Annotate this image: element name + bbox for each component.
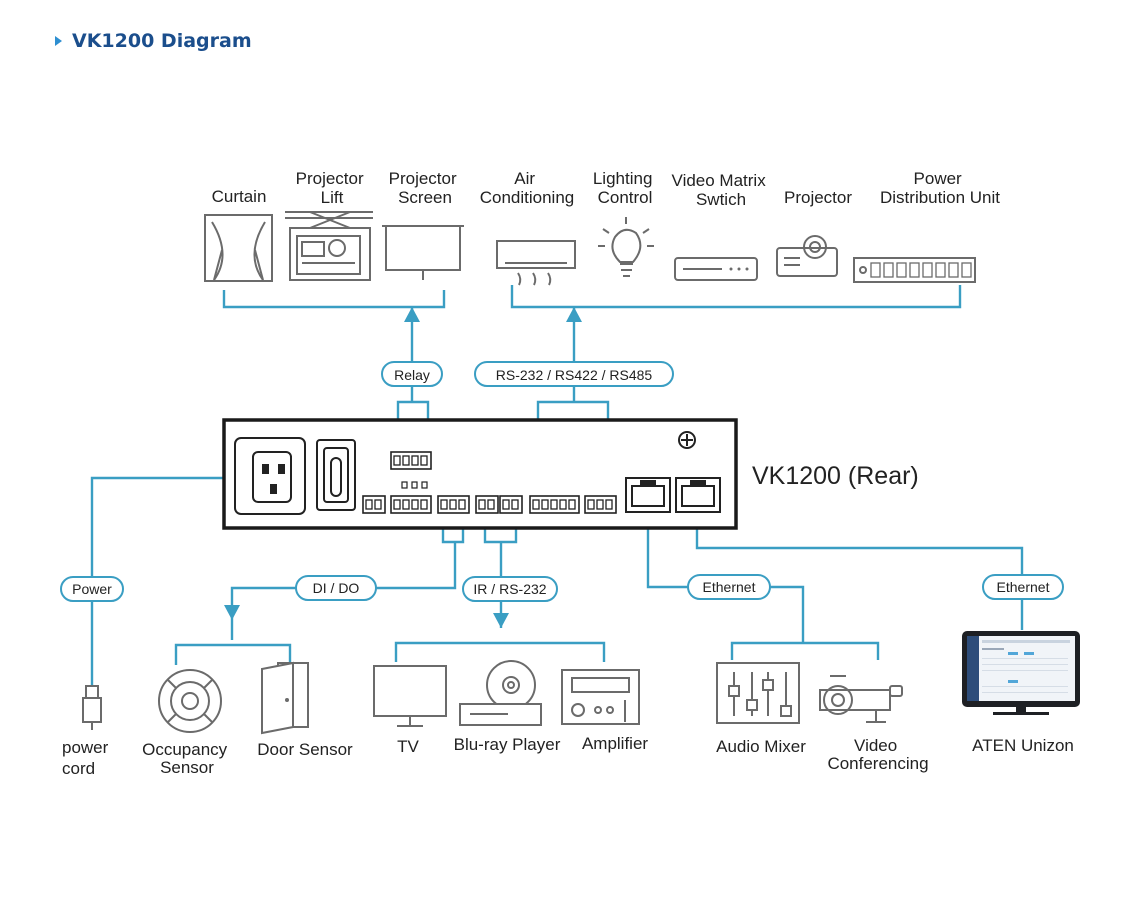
audio-mixer-label: Audio Mixer bbox=[716, 737, 806, 756]
ethernet-wire-2 bbox=[695, 515, 1024, 630]
power-wire bbox=[90, 476, 242, 685]
air-conditioner-icon bbox=[496, 240, 576, 286]
pdu-outlet bbox=[961, 262, 972, 278]
device-label: VK1200 (Rear) bbox=[752, 462, 919, 490]
pdu-outlet bbox=[909, 262, 920, 278]
terminal-block-ir-2 bbox=[499, 495, 523, 514]
ir-pill: IR / RS-232 bbox=[462, 576, 558, 602]
power-cord-icon bbox=[82, 685, 102, 730]
lan-port-1 bbox=[625, 477, 671, 513]
projector-icon bbox=[776, 235, 838, 277]
svg-text:Ethernet: Ethernet bbox=[703, 579, 756, 595]
svg-text:Power: Power bbox=[72, 581, 112, 597]
light-bulb-icon bbox=[598, 217, 654, 277]
power-inlet bbox=[234, 437, 306, 515]
page-title: VK1200 Diagram bbox=[72, 30, 252, 52]
vk1200-rear-panel bbox=[222, 418, 738, 530]
bluray-label: Blu-ray Player bbox=[454, 735, 561, 754]
relay-pill: Relay bbox=[381, 361, 443, 387]
door-sensor-icon bbox=[261, 661, 309, 735]
projector-screen-label: Projector Screen bbox=[389, 169, 462, 207]
ethernet-pill-2: Ethernet bbox=[982, 574, 1064, 600]
ethernet-pill-1: Ethernet bbox=[687, 574, 771, 600]
monitor-icon bbox=[962, 631, 1080, 715]
relay-indicator bbox=[421, 481, 428, 489]
ethernet-wire-1 bbox=[646, 515, 880, 660]
svg-text:DI / DO: DI / DO bbox=[313, 580, 360, 596]
terminal-block-serial bbox=[529, 495, 580, 514]
pdu-icon bbox=[853, 257, 976, 283]
curtain-icon bbox=[204, 214, 273, 282]
relay-bus bbox=[222, 290, 446, 450]
pdu-outlet bbox=[870, 262, 881, 278]
tv-icon bbox=[373, 665, 447, 727]
power-pill: Power bbox=[60, 576, 124, 602]
pdu-outlet bbox=[948, 262, 959, 278]
terminal-block-relay-top bbox=[390, 451, 432, 470]
pdu-outlet bbox=[883, 262, 894, 278]
terminal-block-ir-1 bbox=[475, 495, 499, 514]
curtain-label: Curtain bbox=[212, 187, 267, 206]
door-sensor-label: Door Sensor bbox=[257, 740, 353, 759]
terminal-block-power bbox=[362, 495, 386, 514]
projector-lift-icon bbox=[285, 211, 373, 281]
relay-indicator bbox=[411, 481, 418, 489]
power-cord-label: power cord bbox=[62, 738, 113, 778]
pdu-outlet bbox=[896, 262, 907, 278]
occupancy-sensor-label: Occupancy Sensor bbox=[142, 740, 232, 777]
projector-screen-icon bbox=[382, 225, 464, 280]
lan-port-2 bbox=[675, 477, 721, 513]
svg-text:Ethernet: Ethernet bbox=[997, 579, 1050, 595]
pdu-outlet bbox=[935, 262, 946, 278]
lighting-control-label: Lighting Control bbox=[593, 169, 657, 207]
page-header: VK1200 Diagram bbox=[55, 30, 252, 52]
ground-screw-icon bbox=[678, 431, 696, 449]
projector-label: Projector bbox=[784, 188, 852, 207]
aten-unizon-label: ATEN Unizon bbox=[972, 736, 1074, 755]
projector-lift-label: Projector Lift bbox=[296, 169, 369, 207]
video-conferencing-label: Video Conferencing bbox=[827, 736, 928, 773]
dido-pill: DI / DO bbox=[295, 575, 377, 601]
terminal-block-relay-bottom bbox=[390, 495, 432, 514]
relay-indicator bbox=[401, 481, 408, 489]
bluray-player-icon bbox=[459, 660, 542, 726]
svg-text:IR / RS-232: IR / RS-232 bbox=[473, 581, 546, 597]
terminal-blocks bbox=[362, 451, 617, 514]
occupancy-sensor-icon bbox=[158, 669, 222, 733]
tv-label: TV bbox=[397, 737, 419, 756]
amplifier-label: Amplifier bbox=[582, 734, 648, 753]
video-camera-icon bbox=[819, 675, 903, 723]
svg-text:RS-232 / RS422 / RS485: RS-232 / RS422 / RS485 bbox=[496, 367, 653, 383]
air-conditioning-label: Air Conditioning bbox=[480, 169, 575, 207]
pdu-label: Power Distribution Unit bbox=[880, 169, 1000, 207]
terminal-block-dido bbox=[437, 495, 470, 514]
amplifier-icon bbox=[561, 669, 640, 725]
pdu-outlet bbox=[922, 262, 933, 278]
svg-text:Relay: Relay bbox=[394, 367, 430, 383]
power-switch bbox=[316, 439, 356, 511]
video-matrix-label: Video Matrix Swtich bbox=[672, 171, 771, 209]
ir-wire bbox=[394, 513, 606, 662]
audio-mixer-icon bbox=[716, 662, 800, 724]
serial-pill: RS-232 / RS422 / RS485 bbox=[474, 361, 674, 387]
video-matrix-icon bbox=[674, 257, 758, 281]
caret-right-icon bbox=[55, 36, 62, 46]
terminal-block-serial-2 bbox=[584, 495, 617, 514]
